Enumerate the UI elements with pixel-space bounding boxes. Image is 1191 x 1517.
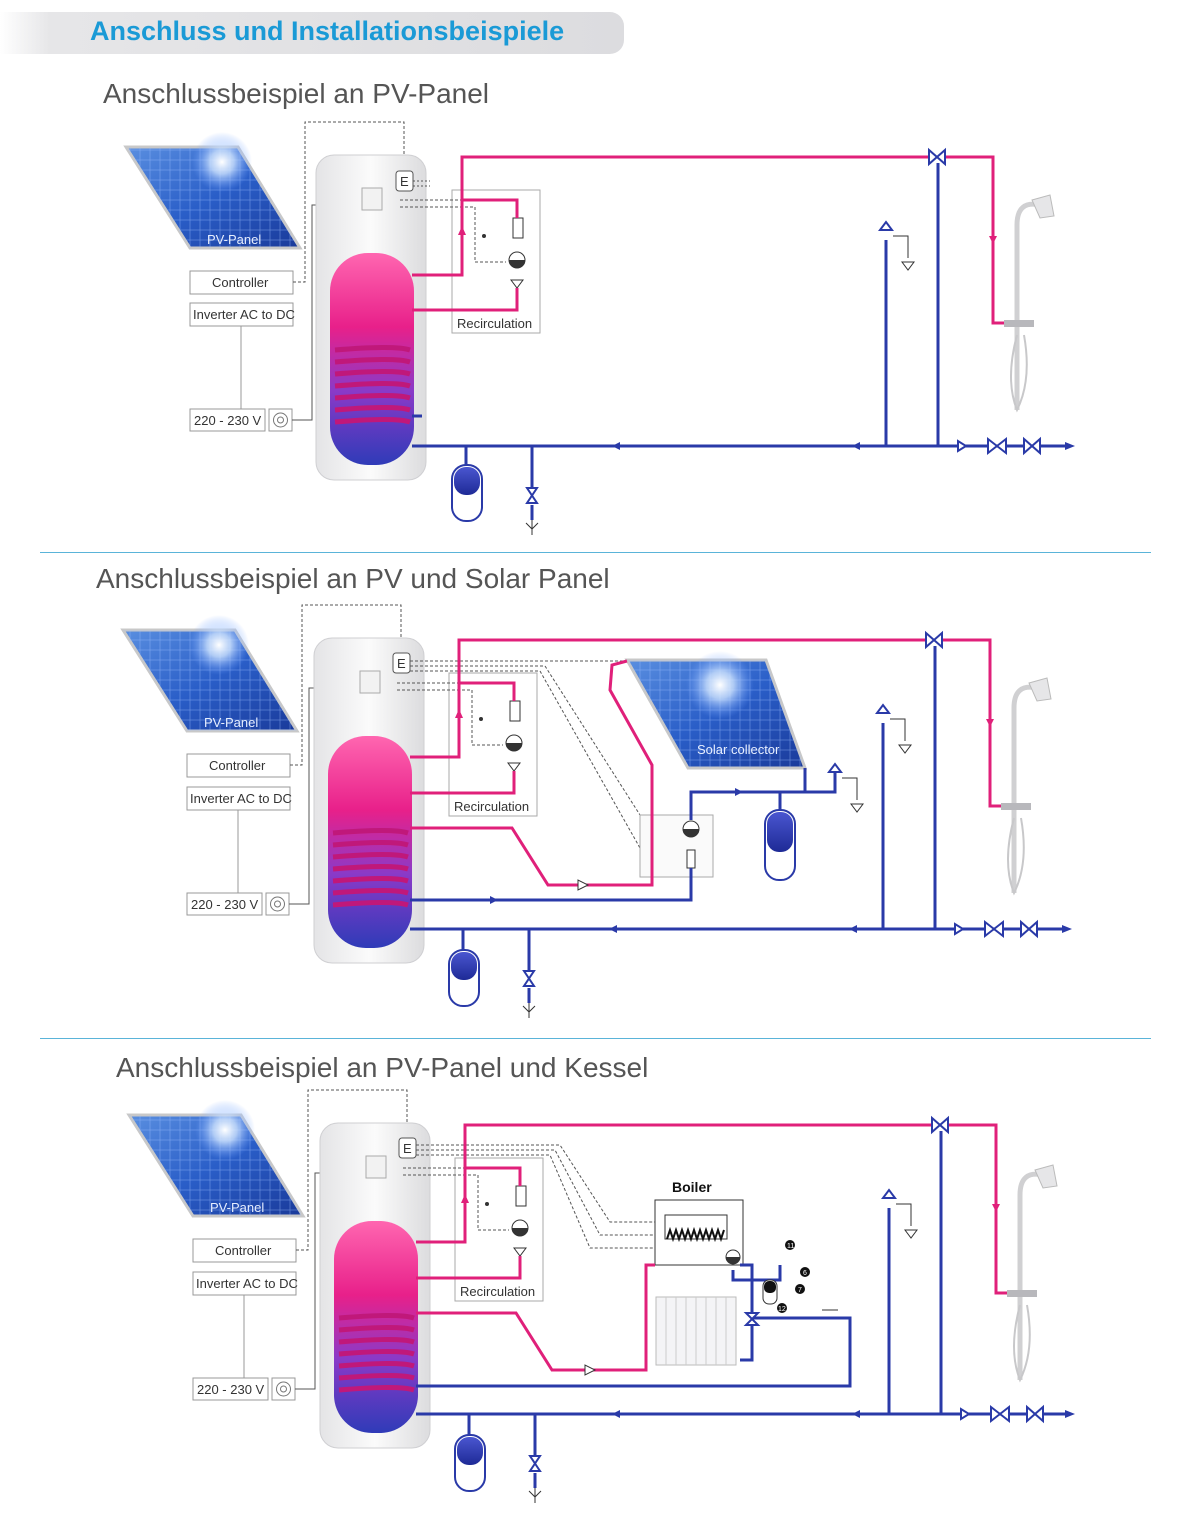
pv-panel-label: PV-Panel: [204, 715, 258, 730]
hot-pipes: [412, 155, 1008, 325]
recirculation-label: Recirculation: [454, 799, 529, 814]
divider-1: [40, 552, 1151, 553]
cold-pipes: [412, 163, 1065, 520]
heat-pump-tank: [315, 154, 427, 481]
marker-11: 11: [787, 1243, 794, 1250]
component-markers: 11 6 7 12: [777, 1240, 810, 1313]
controller-box: Controller: [192, 1238, 297, 1263]
shower: [1001, 677, 1052, 896]
section-1-title: Anschlussbeispiel an PV-Panel: [103, 78, 490, 109]
e-box-label: E: [400, 174, 409, 189]
page-title: Anschluss und Installationsbeispiele: [90, 16, 565, 46]
divider-2: [40, 1038, 1151, 1039]
inverter-box: Inverter AC to DC: [189, 302, 295, 327]
expansion-vessel: [448, 949, 480, 1007]
heat-pump-tank: [319, 1122, 431, 1449]
pv-panel-label: PV-Panel: [207, 232, 261, 247]
controller-label: Controller: [212, 275, 269, 290]
voltage-label: 220 - 230 V: [194, 413, 262, 428]
diagram-pv-and-solar: PV-Panel Controller Inverter AC to DC 22…: [120, 604, 1072, 1018]
controller-box: Controller: [189, 270, 294, 295]
recirculation-label: Recirculation: [460, 1284, 535, 1299]
inverter-box: Inverter AC to DC: [192, 1271, 298, 1296]
heat-pump-tank: [313, 637, 425, 964]
recirculation-label: Recirculation: [457, 316, 532, 331]
power-socket: 220 - 230 V: [186, 892, 290, 916]
inverter-label: Inverter AC to DC: [190, 791, 292, 806]
power-socket: 220 - 230 V: [189, 408, 293, 432]
inverter-label: Inverter AC to DC: [193, 307, 295, 322]
controller-label: Controller: [215, 1243, 272, 1258]
shower: [1004, 194, 1055, 413]
expansion-vessel: [454, 1434, 486, 1492]
pv-panel-label: PV-Panel: [210, 1200, 264, 1215]
marker-12: 12: [778, 1306, 786, 1313]
diagram-pv-and-boiler: PV-Panel Controller Inverter AC to DC 22…: [126, 1089, 1075, 1503]
page-header: Anschluss und Installationsbeispiele: [0, 12, 624, 54]
boiler-label: Boiler: [672, 1179, 712, 1195]
pv-panel: PV-Panel: [126, 1100, 306, 1218]
e-box-label: E: [397, 656, 406, 671]
controller-box: Controller: [186, 753, 291, 778]
cold-pipes: [410, 646, 1062, 1003]
voltage-label: 220 - 230 V: [197, 1382, 265, 1397]
expansion-vessel-solar: [764, 809, 796, 881]
marker-6: 6: [803, 1270, 807, 1277]
solar-collector-label: Solar collector: [697, 742, 780, 757]
inverter-label: Inverter AC to DC: [196, 1276, 298, 1291]
e-box-label: E: [403, 1141, 412, 1156]
inverter-box: Inverter AC to DC: [186, 786, 292, 811]
power-socket: 220 - 230 V: [192, 1377, 296, 1401]
boiler: Boiler: [654, 1179, 744, 1266]
expansion-vessel-boiler: [762, 1279, 778, 1305]
voltage-label: 220 - 230 V: [191, 897, 259, 912]
pv-panel: PV-Panel: [123, 132, 303, 250]
diagram-pv-panel: PV-Panel Controller Inverter AC to DC 22…: [123, 121, 1075, 535]
cold-pipes: [416, 1131, 1065, 1488]
controller-label: Controller: [209, 758, 266, 773]
section-2-title: Anschlussbeispiel an PV und Solar Panel: [96, 563, 610, 594]
recirculation-group: Recirculation: [397, 672, 538, 817]
marker-7: 7: [798, 1287, 802, 1294]
pv-panel: PV-Panel: [120, 615, 300, 733]
radiator: [655, 1296, 737, 1366]
expansion-vessel: [451, 464, 483, 522]
section-3-title: Anschlussbeispiel an PV-Panel und Kessel: [116, 1052, 649, 1083]
shower: [1007, 1164, 1058, 1383]
solar-collector: Solar collector: [624, 651, 808, 770]
